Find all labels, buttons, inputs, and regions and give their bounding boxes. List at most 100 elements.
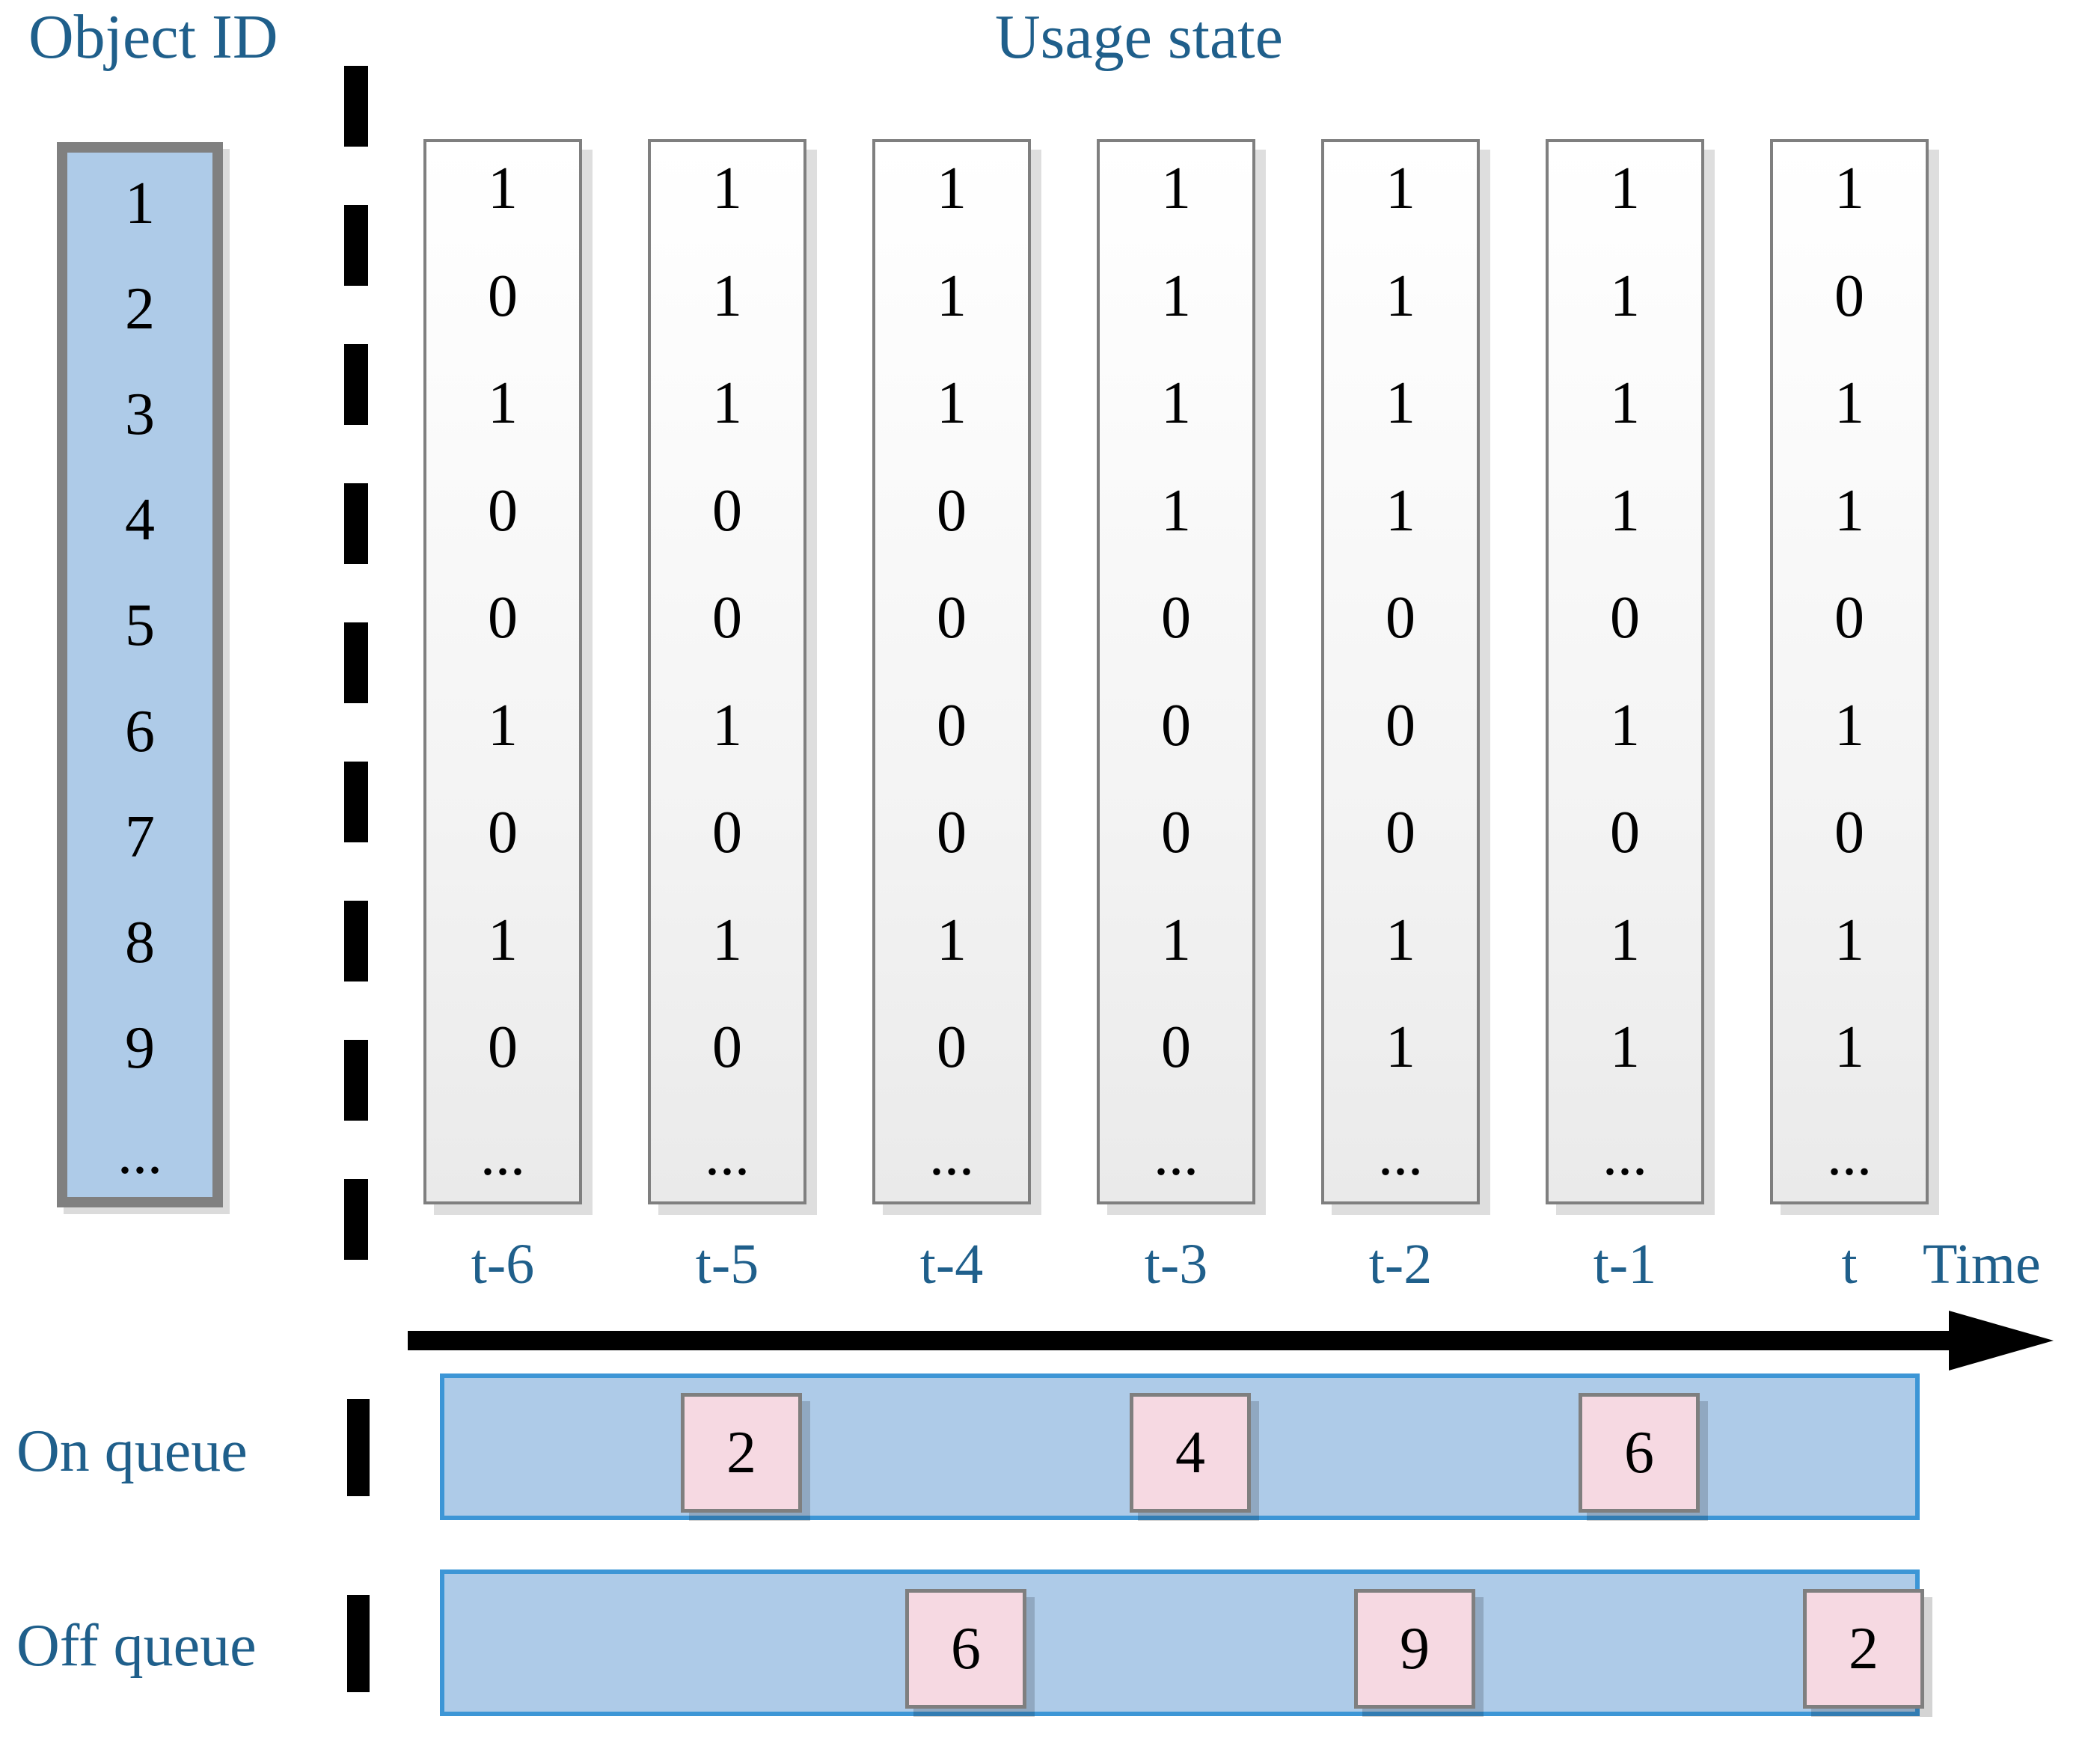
time-axis-arrow xyxy=(408,1311,2054,1371)
usage-state-cell: 0 xyxy=(1834,800,1864,866)
usage-state-cell: 1 xyxy=(1161,907,1191,973)
usage-state-cell: 1 xyxy=(1161,370,1191,437)
usage-state-cell: ... xyxy=(1602,1121,1647,1188)
usage-state-cell: 1 xyxy=(712,907,742,973)
usage-state-cell: 0 xyxy=(1834,585,1864,652)
usage-state-cell: 1 xyxy=(1161,156,1191,221)
usage-state-cell: 1 xyxy=(1610,692,1640,759)
usage-state-cell: 1 xyxy=(1834,370,1864,437)
divider-dash xyxy=(344,1040,368,1121)
divider-dash xyxy=(344,762,368,842)
usage-state-cell: 0 xyxy=(488,1014,518,1081)
usage-state-cell: 0 xyxy=(937,585,967,652)
usage-state-cell: 0 xyxy=(937,800,967,866)
usage-state-cell: 1 xyxy=(1386,477,1415,544)
usage-state-cell: 1 xyxy=(1386,156,1415,221)
usage-state-cell: ... xyxy=(705,1121,750,1188)
usage-state-cell: 0 xyxy=(712,1014,742,1081)
usage-state-cell: 1 xyxy=(488,907,518,973)
usage-state-cell: 1 xyxy=(937,156,967,221)
usage-state-cell: 0 xyxy=(937,1014,967,1081)
usage-state-cell: 1 xyxy=(937,907,967,973)
object-id-cell: 2 xyxy=(125,276,155,343)
usage-state-cell: 0 xyxy=(1386,692,1415,759)
usage-state-cell: 0 xyxy=(1610,585,1640,652)
usage-state-cell: 1 xyxy=(1610,907,1640,973)
off-queue-bar: 6 9 2 xyxy=(440,1569,1924,1716)
usage-state-title: Usage state xyxy=(995,2,1283,72)
divider-dash xyxy=(344,483,368,564)
object-id-title: Object ID xyxy=(28,2,278,72)
usage-state-cell: 0 xyxy=(488,477,518,544)
on-queue-label: On queue xyxy=(16,1418,248,1484)
object-id-cell: 5 xyxy=(125,592,155,659)
divider-dash xyxy=(344,205,368,286)
usage-state-cell: 1 xyxy=(712,692,742,759)
usage-state-cell: 0 xyxy=(1161,585,1191,652)
usage-state-column: 1 1 1 0 0 0 0 1 0... xyxy=(872,139,1031,1204)
vertical-dashed-divider xyxy=(344,66,368,1351)
queue-item: 2 xyxy=(681,1393,802,1513)
divider-dash xyxy=(344,1179,368,1260)
usage-state-cell: ... xyxy=(1827,1121,1872,1188)
usage-state-cell: 1 xyxy=(488,370,518,437)
usage-state-cell: 1 xyxy=(712,370,742,437)
object-id-cell: ... xyxy=(117,1120,162,1186)
queue-item: 2 xyxy=(1803,1589,1924,1709)
usage-state-cell: 1 xyxy=(1834,156,1864,221)
usage-state-cell: ... xyxy=(1378,1121,1423,1188)
usage-state-cell: 1 xyxy=(1386,263,1415,329)
time-tick-label: t-1 xyxy=(1593,1233,1657,1296)
usage-state-cell: 1 xyxy=(1834,1014,1864,1081)
time-tick-label: t xyxy=(1841,1233,1858,1296)
divider-dash xyxy=(344,66,368,147)
usage-state-cell: 1 xyxy=(1386,1014,1415,1081)
queue-item: 4 xyxy=(1130,1393,1251,1513)
usage-state-cell: 1 xyxy=(1610,263,1640,329)
usage-state-cell: 1 xyxy=(488,156,518,221)
usage-state-cell: 0 xyxy=(488,263,518,329)
usage-state-cell: 1 xyxy=(937,263,967,329)
object-id-cell: 1 xyxy=(125,171,155,236)
usage-state-cell: 0 xyxy=(1161,800,1191,866)
usage-state-cell: 1 xyxy=(1610,477,1640,544)
divider-dash xyxy=(344,622,368,703)
usage-state-cell: ... xyxy=(1154,1121,1198,1188)
object-id-cell: 6 xyxy=(125,698,155,765)
usage-state-cell: 0 xyxy=(1834,263,1864,329)
usage-state-cell: 1 xyxy=(1834,907,1864,973)
usage-state-cell: 0 xyxy=(937,477,967,544)
usage-state-cell: 0 xyxy=(1161,1014,1191,1081)
queue-item: 9 xyxy=(1354,1589,1475,1709)
usage-state-cell: 0 xyxy=(1386,585,1415,652)
usage-state-cell: 0 xyxy=(937,692,967,759)
usage-state-cell: 1 xyxy=(1161,477,1191,544)
time-tick-label: t-3 xyxy=(1144,1233,1208,1296)
usage-state-cell: ... xyxy=(929,1121,974,1188)
usage-state-cell: 0 xyxy=(712,585,742,652)
usage-state-cell: 0 xyxy=(1610,800,1640,866)
object-id-cell: 3 xyxy=(125,382,155,448)
usage-state-cell: 0 xyxy=(712,477,742,544)
time-tick-label: t-2 xyxy=(1368,1233,1433,1296)
usage-state-cell: 1 xyxy=(712,156,742,221)
queue-item: 6 xyxy=(905,1589,1026,1709)
usage-state-cell: 1 xyxy=(488,692,518,759)
time-tick-label: t-6 xyxy=(471,1233,535,1296)
object-id-cell: 9 xyxy=(125,1014,155,1081)
usage-state-cell: 1 xyxy=(1161,263,1191,329)
usage-state-cell: 1 xyxy=(1386,907,1415,973)
usage-state-cell: 1 xyxy=(1834,692,1864,759)
object-id-cell: 7 xyxy=(125,803,155,870)
usage-state-cell: 1 xyxy=(937,370,967,437)
time-tick-label: t-4 xyxy=(919,1233,984,1296)
